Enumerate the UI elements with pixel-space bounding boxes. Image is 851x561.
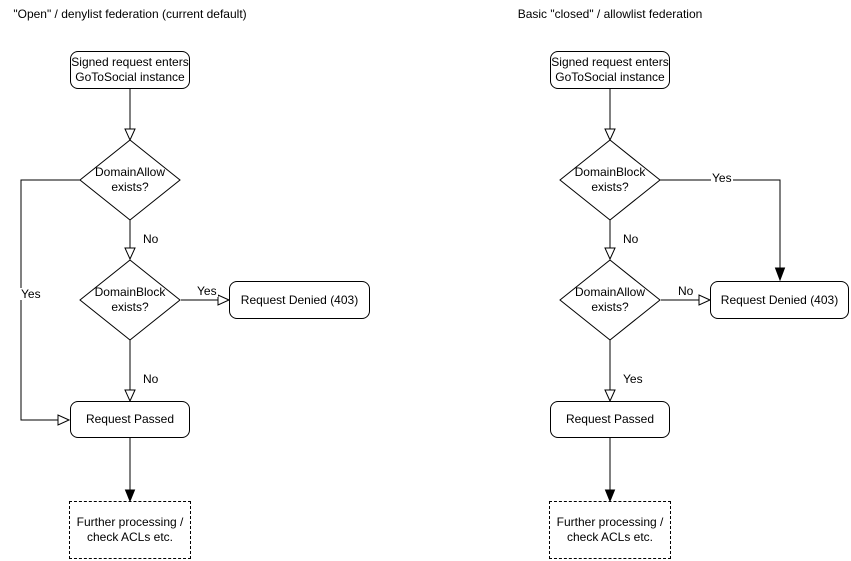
right-decision2-in-arrowhead — [604, 247, 616, 261]
right-decision2-no-label: No — [677, 284, 695, 298]
right-decision1-shape — [559, 139, 661, 221]
right-decision2-label: DomainAllow exists? — [574, 285, 646, 314]
left-chart-title: "Open" / denylist federation (current de… — [13, 7, 247, 21]
left-further-node: Further processing / check ACLs etc. — [69, 501, 191, 559]
left-decision2-label: DomainBlock exists? — [94, 285, 166, 314]
right-passed-top-arrowhead — [604, 389, 616, 403]
left-decision2-no-label: No — [142, 372, 160, 386]
right-further-node: Further processing / check ACLs etc. — [549, 501, 671, 559]
right-chart-title: Basic "closed" / allowlist federation — [517, 7, 703, 21]
left-passed-node: Request Passed — [70, 401, 190, 438]
right-decision1-yes-connector — [660, 179, 781, 268]
right-decision2-shape — [559, 259, 661, 341]
right-start-node: Signed request enters GoToSocial instanc… — [550, 51, 670, 89]
right-further-in-arrowhead — [604, 489, 616, 503]
right-decision1-no-label: No — [622, 232, 640, 246]
left-denied-in-arrowhead — [217, 294, 231, 306]
right-denied-top-arrowhead — [774, 267, 786, 282]
left-denied-node: Request Denied (403) — [229, 281, 370, 319]
right-denied-node: Request Denied (403) — [710, 281, 849, 319]
right-decision2-yes-label: Yes — [622, 372, 644, 386]
right-denied-in-arrowhead — [698, 294, 712, 306]
right-passed-node: Request Passed — [550, 401, 670, 438]
left-decision2-in-arrowhead — [124, 247, 136, 261]
left-decision1-shape — [79, 139, 181, 221]
left-passed-top-arrowhead — [124, 389, 136, 403]
right-decision1-yes-label: Yes — [711, 171, 733, 185]
right-decision1-in-arrowhead — [604, 128, 616, 142]
left-decision1-in-arrowhead — [124, 128, 136, 142]
left-start-node: Signed request enters GoToSocial instanc… — [70, 51, 190, 89]
left-decision1-label: DomainAllow exists? — [94, 165, 166, 194]
right-decision1-label: DomainBlock exists? — [574, 165, 646, 194]
left-passed-side-arrowhead — [57, 414, 71, 426]
left-further-in-arrowhead — [124, 489, 136, 503]
left-decision1-yes-label: Yes — [20, 287, 42, 301]
left-decision2-shape — [79, 259, 181, 341]
left-decision2-yes-label: Yes — [196, 284, 218, 298]
left-decision1-yes-connector — [20, 179, 80, 421]
left-decision1-no-label: No — [142, 232, 160, 246]
